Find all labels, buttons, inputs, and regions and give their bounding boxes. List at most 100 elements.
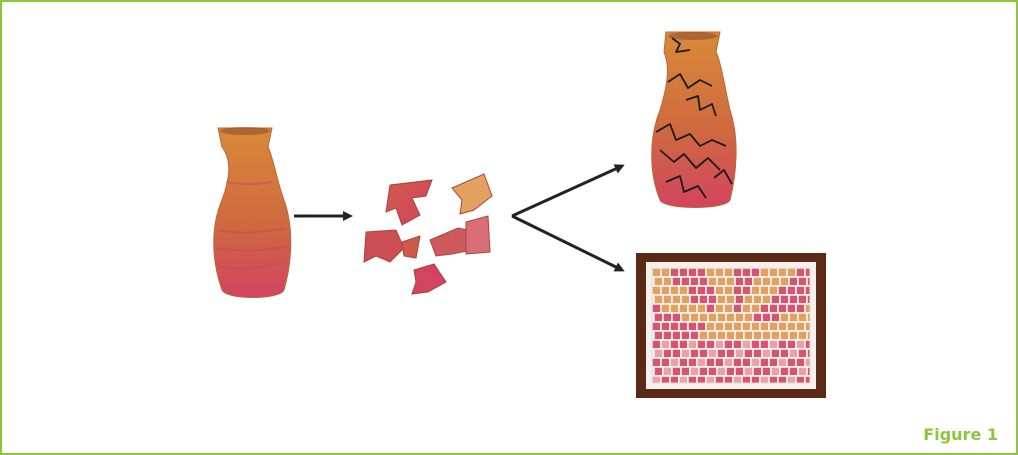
mosaic-tile: [752, 341, 759, 348]
mosaic-tile: [779, 359, 786, 366]
arrow-shards-to-mosaic: [512, 216, 622, 270]
mosaic-tile: [698, 341, 705, 348]
mosaic-tile: [655, 350, 662, 357]
mosaic-tile: [682, 368, 689, 375]
mosaic-tile: [707, 287, 714, 294]
mosaic-tile: [779, 305, 786, 312]
mosaic-tile: [781, 368, 788, 375]
mosaic-tile: [689, 287, 696, 294]
mosaic-tile: [653, 359, 660, 366]
mosaic-tile: [743, 323, 750, 330]
mosaic-tile: [707, 359, 714, 366]
mosaic-tile: [770, 269, 777, 276]
mosaic-tile: [743, 305, 750, 312]
mosaic-tile: [709, 350, 716, 357]
mosaic-tile: [799, 350, 806, 357]
mosaic-tile: [680, 269, 687, 276]
mosaic-tile: [664, 296, 671, 303]
mosaic-tile: [707, 341, 714, 348]
mosaic-tile: [680, 323, 687, 330]
mosaic-tile: [682, 350, 689, 357]
mosaic-tile: [727, 296, 734, 303]
mosaic-tile: [664, 332, 671, 339]
mosaic-tile: [761, 323, 768, 330]
mosaic-tile: [770, 359, 777, 366]
mosaic-tile: [772, 368, 779, 375]
mosaic-tile: [691, 278, 698, 285]
mosaic-tile: [772, 296, 779, 303]
mosaic-tile: [745, 350, 752, 357]
mosaic-tile: [709, 368, 716, 375]
mosaic-tile: [698, 323, 705, 330]
mosaic-tile: [754, 314, 761, 321]
figure-caption: Figure 1: [923, 425, 998, 444]
mosaic-tile: [655, 332, 662, 339]
mosaic-tile: [698, 359, 705, 366]
mosaic-tile: [689, 305, 696, 312]
mosaic-tile: [754, 350, 761, 357]
mosaic-tile: [727, 368, 734, 375]
mosaic-tile: [763, 296, 770, 303]
mosaic-tile: [779, 269, 786, 276]
mosaic-tile: [689, 269, 696, 276]
mosaic-tile: [736, 332, 743, 339]
mosaic-tile: [664, 350, 671, 357]
mosaic-tile: [700, 314, 707, 321]
mosaic-tile: [698, 287, 705, 294]
mosaic-tile: [799, 368, 806, 375]
mosaic-tile: [689, 359, 696, 366]
mosaic-tile: [700, 296, 707, 303]
mosaic-tile: [680, 341, 687, 348]
mosaic-tile: [662, 323, 669, 330]
vase-icon: [214, 127, 291, 298]
mosaic-tile: [799, 296, 806, 303]
mosaic-tile: [745, 332, 752, 339]
mosaic-tile: [770, 305, 777, 312]
mosaic-tile: [689, 341, 696, 348]
mosaic-tile: [763, 368, 770, 375]
mosaic-tile: [673, 368, 680, 375]
mosaic-tile: [797, 305, 804, 312]
mosaic-tile: [662, 341, 669, 348]
mosaic-tile: [707, 269, 714, 276]
mosaic-tile: [727, 314, 734, 321]
mosaic-tile: [790, 368, 797, 375]
mosaic-tile: [797, 341, 804, 348]
mosaic-tile: [689, 323, 696, 330]
mosaic-tile: [734, 341, 741, 348]
mosaic-tile: [797, 287, 804, 294]
mosaic-tile: [718, 368, 725, 375]
mosaic-tile: [718, 296, 725, 303]
mosaic-tile: [662, 269, 669, 276]
mosaic-tile: [799, 278, 806, 285]
mosaic-tile: [761, 269, 768, 276]
mosaic-tile: [745, 296, 752, 303]
mosaic-tile: [781, 350, 788, 357]
mosaic-tile: [725, 359, 732, 366]
mosaic-tile: [745, 314, 752, 321]
mosaic-tile: [700, 368, 707, 375]
mosaic-tile: [752, 323, 759, 330]
mosaic-tile: [790, 296, 797, 303]
mosaic-tile: [682, 314, 689, 321]
mosaic-tile: [691, 296, 698, 303]
mosaic-tile: [709, 278, 716, 285]
mosaic-tile: [671, 359, 678, 366]
mosaic-tile: [799, 314, 806, 321]
mosaic-tile: [725, 323, 732, 330]
mosaic-tile: [680, 359, 687, 366]
mosaic-tile: [736, 278, 743, 285]
mosaic-tile: [727, 350, 734, 357]
mosaic-tile: [664, 368, 671, 375]
mosaic-tile: [763, 332, 770, 339]
mosaic-tile: [734, 323, 741, 330]
mosaic-tile: [763, 314, 770, 321]
mosaic-tile: [734, 269, 741, 276]
mosaic-tile: [716, 323, 723, 330]
mosaic-tile: [718, 350, 725, 357]
mosaic-tile: [736, 296, 743, 303]
mosaic-tile: [716, 341, 723, 348]
mosaic-tile: [797, 323, 804, 330]
mosaic-tile: [718, 314, 725, 321]
